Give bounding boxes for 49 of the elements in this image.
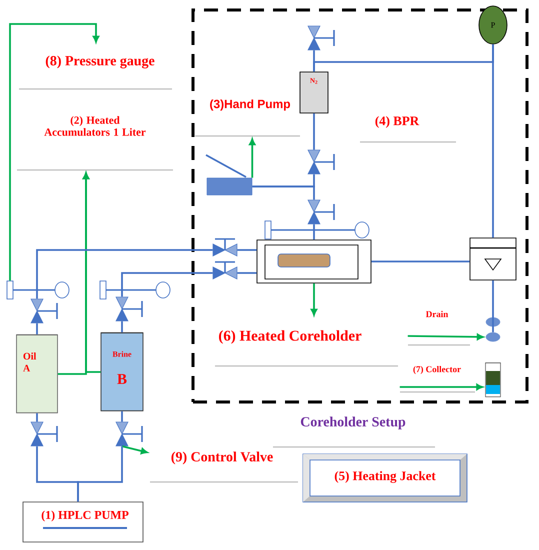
drops-drawing (486, 317, 500, 342)
pipe (121, 411, 123, 422)
pipe (252, 174, 315, 188)
section-title: Coreholder Setup (273, 416, 435, 448)
pipe (36, 323, 38, 334)
arrow (82, 172, 101, 373)
pipe (371, 260, 470, 262)
pipe (77, 446, 123, 502)
arrow (122, 445, 148, 454)
pipe (121, 321, 123, 332)
valve-icon (116, 422, 143, 446)
valve-icon (212, 238, 238, 256)
callout-label: (8) Pressure gauge (19, 56, 172, 90)
gauge-sensor (6, 280, 14, 300)
hand-pump-drawing (206, 154, 252, 196)
valve-icon (308, 26, 335, 50)
pipe (313, 113, 315, 150)
pipe (237, 272, 257, 274)
valve-icon (116, 296, 143, 322)
arrow (9, 23, 100, 281)
callout-label: Drain (408, 310, 470, 346)
accumulator-cylinder: Oil A (16, 334, 58, 414)
pipe (492, 44, 494, 238)
pipe (121, 272, 213, 297)
valve-icon (30, 422, 58, 446)
coreholder-drawing (256, 240, 372, 284)
valve-icon (30, 298, 58, 324)
callout-label: (4) BPR (360, 116, 456, 143)
callout-label: (2) Heated Accumulators 1 Liter (17, 116, 173, 171)
valve-icon (212, 261, 238, 280)
valve-icon (308, 150, 335, 174)
beaker-drawing (485, 362, 501, 398)
valve-icon (308, 200, 335, 224)
bpr-drawing (470, 238, 516, 280)
pump-box: (1) HPLC PUMP (22, 502, 144, 542)
pipe (313, 224, 315, 240)
callout-label: (3)Hand Pump (195, 99, 300, 137)
pipe (492, 280, 494, 332)
arrow (408, 334, 484, 340)
callout-label: (7) Collector (400, 366, 475, 393)
pipe (237, 249, 257, 251)
arrow (400, 384, 483, 390)
pipe (36, 413, 38, 422)
heating-jacket-box: (5) Heating Jacket (302, 454, 468, 502)
callout-label: (6) Heated Coreholder (215, 330, 398, 367)
arrow (249, 138, 256, 178)
pipe (36, 249, 213, 299)
callout-label: (9) Control Valve (150, 452, 298, 483)
arrow (310, 283, 318, 316)
